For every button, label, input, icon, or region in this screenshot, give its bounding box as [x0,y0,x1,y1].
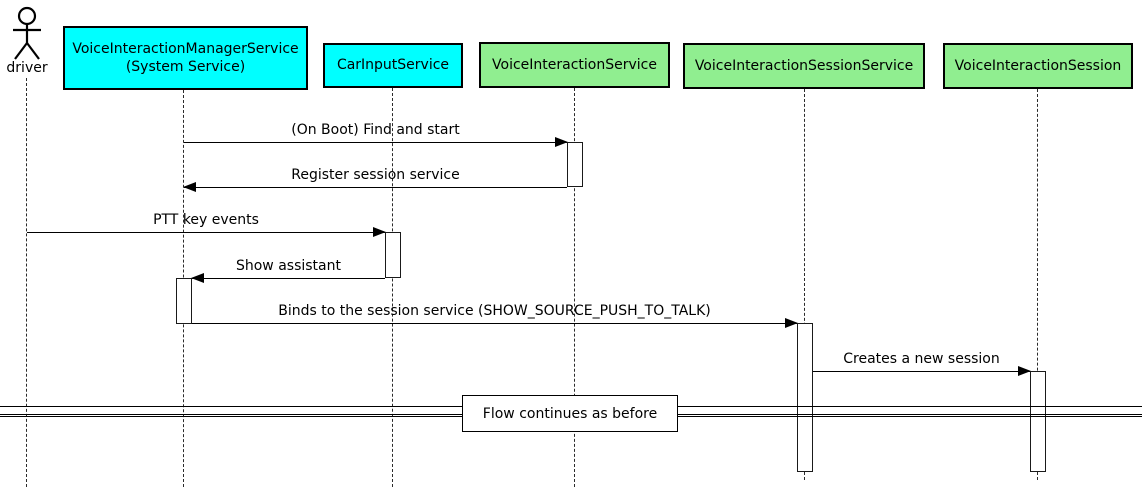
message-binds-to-session-service: Binds to the session service (SHOW_SOURC… [192,303,798,328]
actor-name: driver [6,60,48,76]
actor-icon [13,6,41,60]
lifeline-voiceinteractionservice [574,88,575,487]
activation-voiceinteractionservice [567,142,583,187]
participant-label: VoiceInteractionService [492,56,657,73]
message-ptt-key-events: PTT key events [27,212,386,237]
activation-voiceinteractionsessionservice [797,323,813,472]
activation-voiceinteractionmanagerservice [176,278,192,324]
message-label: Register session service [291,167,460,183]
participant-label: VoiceInteractionSession [954,57,1122,74]
message-creates-a-new-session: Creates a new session [813,351,1031,376]
lifeline-voiceinteractionsession [1037,89,1038,480]
participant-label: CarInputService [336,57,450,74]
lifeline-voiceinteractionsessionservice [804,89,805,480]
arrowhead-right-icon [373,227,386,237]
message-label: PTT key events [153,212,259,228]
participant-sublabel: (System Service) [125,59,246,75]
message-on-boot-find-and-start: (On Boot) Find and start [184,122,568,147]
message-label: (On Boot) Find and start [291,122,460,138]
arrowhead-right-icon [1018,366,1031,376]
participant-carinputservice: CarInputService [323,43,463,88]
arrowhead-left-icon [183,182,196,192]
activation-carinputservice [385,232,401,278]
participant-voiceinteractionservice: VoiceInteractionService [479,42,670,88]
message-show-assistant: Show assistant [191,258,385,283]
participant-label: VoiceInteractionSessionService [694,57,914,74]
participant-label: VoiceInteractionManagerService [72,40,299,57]
message-label: Show assistant [235,258,341,274]
arrowhead-right-icon [555,137,568,147]
arrowhead-right-icon [785,318,798,328]
activation-voiceinteractionsession [1030,371,1046,472]
divider-label-box: Flow continues as before [462,395,678,432]
divider-label: Flow continues as before [482,405,658,422]
lifeline-driver [26,78,27,487]
message-register-session-service: Register session service [183,167,567,192]
arrowhead-left-icon [191,273,204,283]
message-label: Creates a new session [843,351,1000,367]
participant-voiceinteractionsessionservice: VoiceInteractionSessionService [683,43,925,89]
lifeline-carinputservice [392,88,393,487]
participant-voiceinteractionmanagerservice: VoiceInteractionManagerService (System S… [63,26,308,90]
participant-voiceinteractionsession: VoiceInteractionSession [943,43,1133,89]
message-label: Binds to the session service (SHOW_SOURC… [278,303,711,319]
